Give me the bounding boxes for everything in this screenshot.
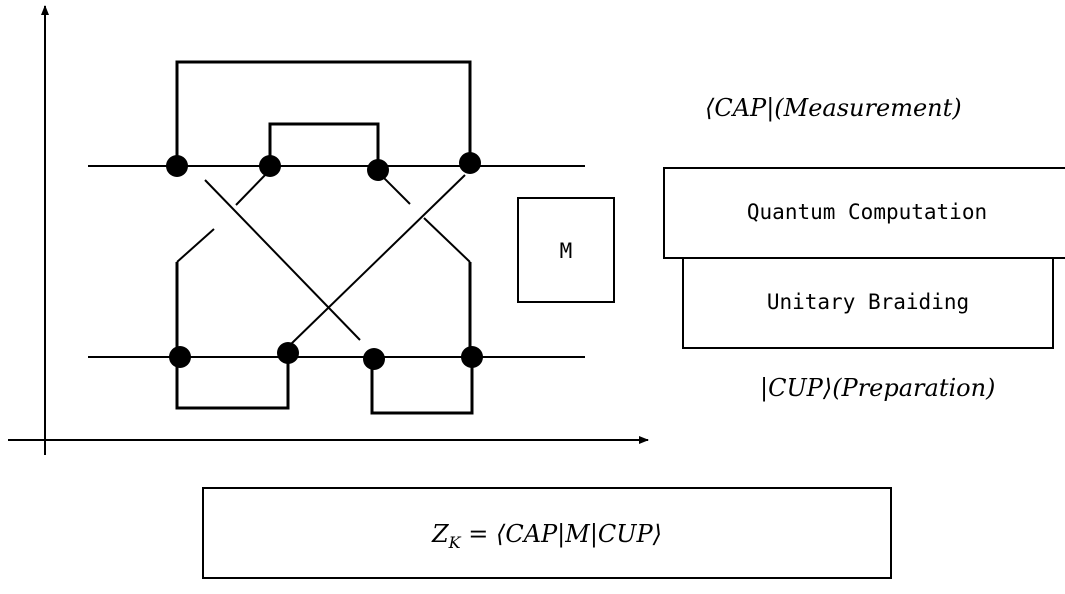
outer-cap <box>175 60 472 166</box>
unitary-braiding-box <box>682 257 1054 349</box>
right-cup <box>370 357 474 415</box>
braid-strand-under-1a <box>235 171 269 206</box>
formula-lhs: Z <box>431 520 450 548</box>
node-dot <box>459 152 481 174</box>
braid-strand-over-1 <box>204 179 361 341</box>
unitary-braiding-label: Unitary Braiding <box>767 290 969 314</box>
node-dot <box>277 342 299 364</box>
node-dot <box>367 159 389 181</box>
braid-strand-over-2 <box>289 174 466 346</box>
node-dot <box>461 346 483 368</box>
formula-rhs: = ⟨CAP|M|CUP⟩ <box>461 520 662 549</box>
braid-strand-under-1b <box>176 228 215 263</box>
formula-box <box>202 487 892 579</box>
cup-preparation-label: |CUP⟩(Preparation) <box>760 374 995 403</box>
quantum-computation-label: Quantum Computation <box>747 200 987 224</box>
braid-strand-under-2b <box>423 217 471 263</box>
formula-subscript: K <box>448 533 462 552</box>
m-box <box>517 197 615 303</box>
left-cup <box>175 357 290 410</box>
node-dot <box>169 346 191 368</box>
cap-measurement-label: ⟨CAP|(Measurement) <box>705 94 962 123</box>
inner-cap <box>268 122 380 166</box>
node-dot <box>363 348 385 370</box>
node-dot <box>166 155 188 177</box>
formula-label: ZK = ⟨CAP|M|CUP⟩ <box>431 520 662 552</box>
node-dot <box>259 155 281 177</box>
m-box-label: M <box>560 239 573 263</box>
